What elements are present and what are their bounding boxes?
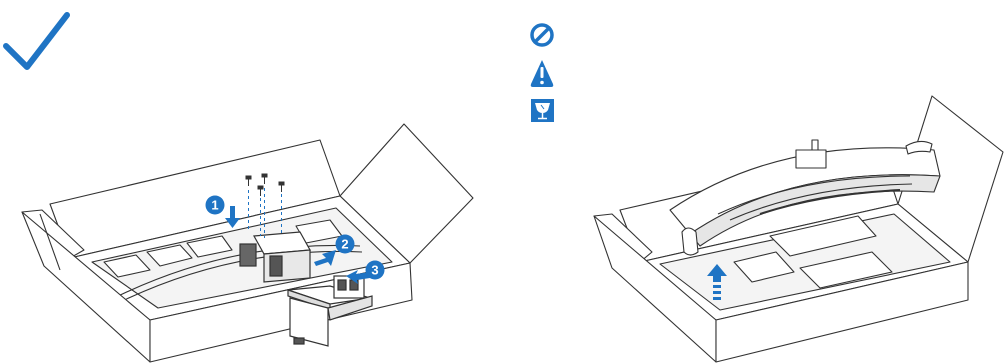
- step-3-number: 3: [371, 263, 378, 278]
- left-foam-block: [103, 254, 151, 278]
- screw-icon: [245, 175, 252, 232]
- screw-icon: [278, 181, 285, 234]
- left-monitor-edge: [109, 244, 361, 301]
- warning-icon: [530, 60, 554, 87]
- right-scene: [593, 95, 1004, 363]
- step-3-arrow: [346, 270, 370, 284]
- step-1-number: 1: [211, 198, 218, 213]
- curved-monitor: [669, 139, 941, 256]
- left-foam-block: [146, 244, 193, 267]
- left-foam-block: [186, 235, 233, 258]
- checkmark-icon: [3, 12, 70, 70]
- left-scene: [21, 123, 474, 363]
- screw-icon: [261, 173, 268, 238]
- screws: [245, 173, 285, 238]
- step-2-arrow: [314, 250, 336, 266]
- monitor-back-panel: [689, 174, 941, 247]
- monitor-vent: [729, 183, 913, 221]
- step-1-arrow: [225, 206, 240, 228]
- step-2-badge: 2: [335, 234, 355, 254]
- monitor-vent: [717, 175, 911, 215]
- monitor-mount-plate: [795, 149, 827, 169]
- step-3-badge: 3: [365, 260, 385, 280]
- prohibited-icon: [530, 23, 554, 47]
- right-foam-block: [733, 251, 795, 283]
- screw-icon: [257, 185, 264, 236]
- right-box-front-right: [715, 261, 969, 363]
- stand-neck: [239, 231, 311, 283]
- fragile-icon: [531, 99, 554, 122]
- right-foam-block: [799, 251, 893, 289]
- hand-right: [905, 140, 933, 155]
- right-foam-block: [769, 215, 877, 257]
- hand-left: [681, 227, 699, 256]
- step-1-badge: 1: [205, 195, 225, 215]
- monitor-vent: [759, 189, 901, 215]
- left-monitor-edge: [111, 250, 363, 307]
- lift-up-arrow: [707, 264, 727, 300]
- step-2-number: 2: [341, 237, 348, 252]
